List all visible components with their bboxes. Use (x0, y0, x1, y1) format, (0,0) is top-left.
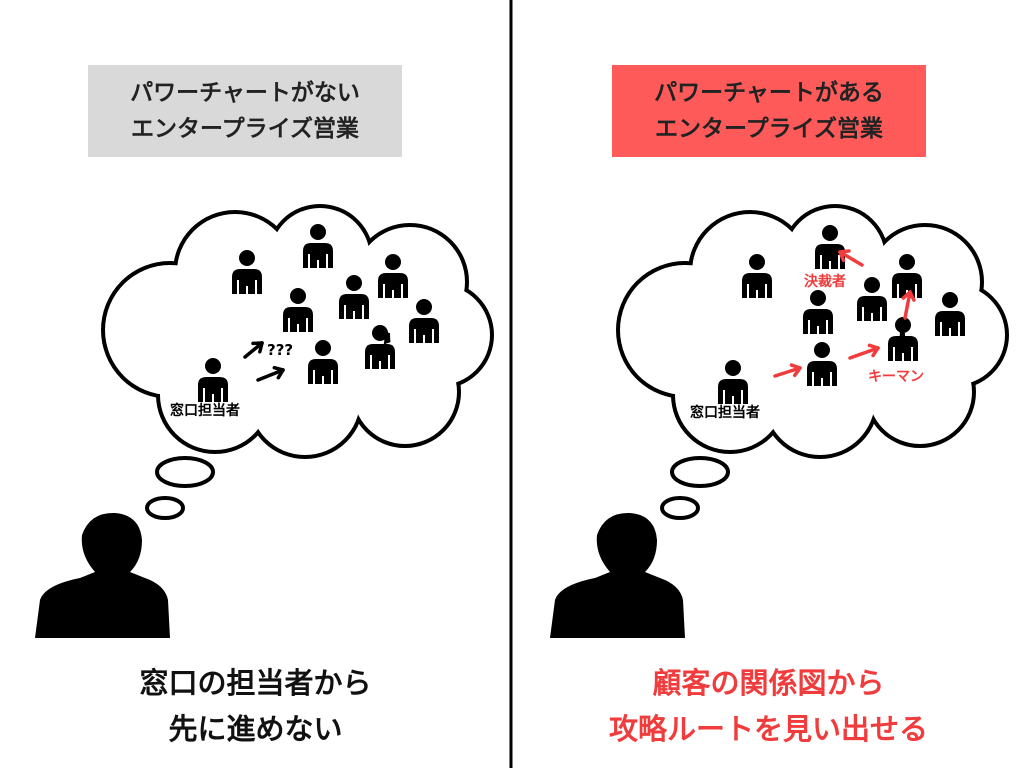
person-body (892, 273, 922, 298)
left-caption: 窓口の担当者から 先に進めない (0, 660, 511, 752)
person-head (310, 224, 326, 240)
person-icon (409, 299, 439, 343)
person-head (239, 250, 255, 266)
thought-bubble (145, 496, 185, 520)
person-body (339, 294, 369, 319)
person-head (899, 254, 915, 270)
person-head (814, 342, 830, 358)
person-head (346, 275, 362, 291)
person-body (807, 361, 837, 386)
arrow-shaft (256, 368, 285, 382)
left-title-line: パワーチャートがない (130, 80, 360, 106)
person-body (742, 273, 772, 298)
person-icon (807, 342, 837, 386)
arrow-head (867, 343, 880, 350)
arrow-head (789, 363, 802, 370)
person-icon (339, 275, 369, 319)
person-head (864, 277, 880, 293)
arrow-icon (773, 363, 802, 378)
arrow-shaft (838, 250, 864, 267)
arrow-icon (256, 365, 285, 382)
question-marks: ??? (267, 341, 294, 359)
person-head (942, 292, 958, 308)
thought-bubble (670, 456, 730, 488)
person-head (315, 340, 331, 356)
person-body (718, 379, 748, 404)
person-body (888, 336, 918, 361)
person-icon (803, 290, 833, 334)
person-body (232, 269, 262, 294)
right-caption-line: 攻略ルートを見い出せる (608, 712, 928, 746)
person-icon (232, 250, 262, 294)
person-body (303, 243, 333, 268)
person-icon (378, 254, 408, 298)
person-body (198, 377, 228, 402)
left-contact-label: 窓口担当者 (170, 403, 240, 419)
person-icon (742, 254, 772, 298)
arrow-shaft (243, 341, 264, 359)
person-icon (365, 325, 395, 369)
person-body (365, 344, 395, 369)
thought-cloud (101, 204, 494, 520)
right-title-line: パワーチャートがある (654, 80, 884, 106)
arrow-shaft (903, 290, 912, 320)
person-head (822, 225, 838, 241)
person-icon (935, 292, 965, 336)
person-icon (283, 288, 313, 332)
left-title-box: パワーチャートがない エンタープライズ営業 (88, 65, 402, 157)
cloud-fill (868, 340, 972, 444)
arrow-icon (838, 249, 864, 267)
person-head (385, 254, 401, 270)
arrow-shaft (773, 366, 802, 378)
person-head (290, 288, 306, 304)
arrow-icon (243, 341, 264, 359)
person-body (935, 311, 965, 336)
person-icon (198, 358, 228, 402)
person-head (416, 299, 432, 315)
person-head (372, 325, 388, 341)
person-head (810, 290, 826, 306)
person-body (378, 273, 408, 298)
person-body (815, 244, 845, 269)
right-title-line: エンタープライズ営業 (655, 116, 883, 142)
person-icon (303, 224, 333, 268)
person-icon (857, 277, 887, 321)
person-body (857, 296, 887, 321)
right-caption: 顧客の関係図から 攻略ルートを見い出せる (513, 660, 1024, 752)
person-icon (888, 317, 918, 361)
right-contact-label: 窓口担当者 (690, 405, 760, 421)
person-icon (308, 340, 338, 384)
key-person-label: キーマン (868, 369, 924, 385)
thought-bubble (660, 496, 700, 520)
arrow-icon (901, 290, 916, 320)
arrow-head (838, 250, 846, 263)
person-body (803, 309, 833, 334)
person-head (749, 254, 765, 270)
right-caption-line: 顧客の関係図から (652, 666, 885, 700)
right-title-box: パワーチャートがある エンタープライズ営業 (612, 65, 926, 157)
person-body (308, 359, 338, 384)
left-caption-line: 先に進めない (168, 712, 343, 746)
arrow-icon (848, 343, 880, 360)
arrow-head (272, 365, 285, 372)
left-caption-line: 窓口の担当者から (139, 666, 372, 700)
person-body (283, 307, 313, 332)
thinker-silhouette-icon (550, 512, 685, 638)
arrow-shaft (848, 346, 880, 360)
person-icon (718, 360, 748, 404)
arrow-head (901, 290, 912, 300)
decision-maker-label: 決裁者 (804, 274, 846, 290)
left-title-line: エンタープライズ営業 (131, 116, 359, 142)
person-head (895, 317, 911, 333)
person-head (205, 358, 221, 374)
thought-bubble (155, 456, 215, 488)
person-icon (815, 225, 845, 269)
thinker-silhouette-icon (35, 512, 170, 638)
person-head (725, 360, 741, 376)
person-body (409, 318, 439, 343)
